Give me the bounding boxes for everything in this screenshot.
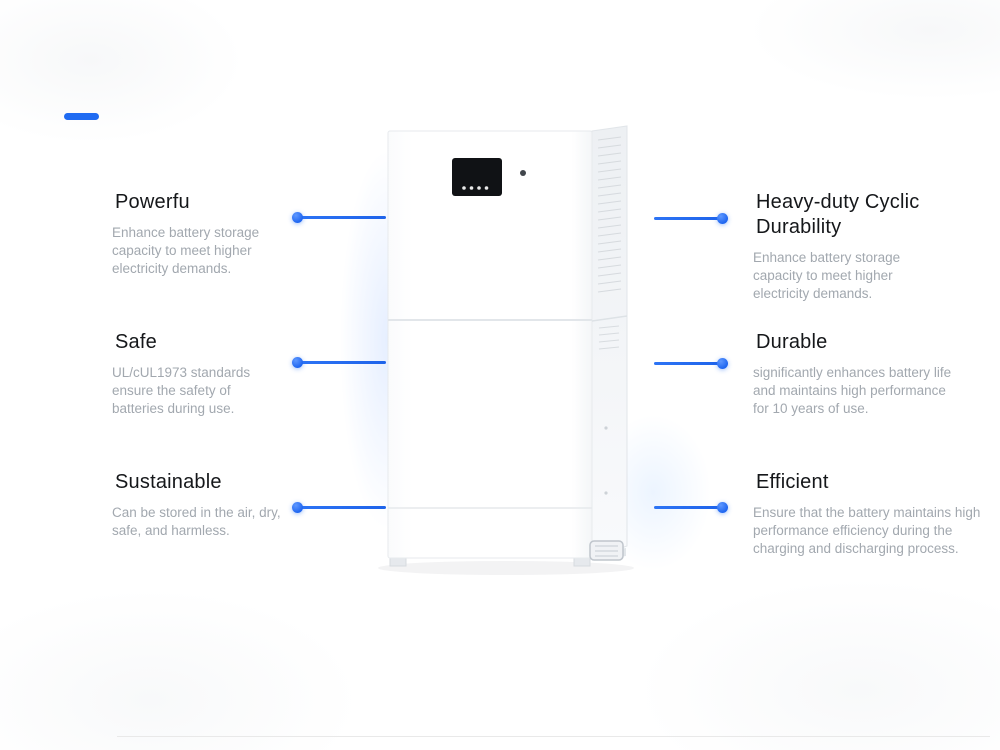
connector-dot [717, 358, 728, 369]
feature-block-efficient: Efficient Ensure that the battery mainta… [753, 470, 987, 559]
bottom-divider [117, 736, 990, 737]
side-screw [604, 491, 608, 495]
feature-block-safe: Safe UL/cUL1973 standards ensure the saf… [112, 330, 284, 419]
side-screw [604, 426, 608, 430]
feature-block-durable: Durable significantly enhances battery l… [753, 330, 958, 419]
feature-description: UL/cUL1973 standards ensure the safety o… [112, 365, 251, 417]
feature-block-sustainable: Sustainable Can be stored in the air, dr… [112, 470, 292, 540]
feature-title: Heavy-duty Cyclic Durability [756, 191, 920, 238]
feature-title: Efficient [756, 471, 829, 493]
connector-dot [292, 357, 303, 368]
feature-description: significantly enhances battery life and … [753, 365, 952, 417]
connector-line-powerful [296, 216, 386, 219]
power-button [520, 170, 526, 176]
control-screen [452, 158, 502, 196]
connector-line-sustainable [296, 506, 386, 509]
connector-line-efficient [654, 506, 722, 509]
feature-description: Enhance battery storage capacity to meet… [112, 225, 260, 277]
feature-title: Durable [756, 331, 828, 353]
feature-title: Safe [115, 331, 157, 353]
feature-description: Enhance battery storage capacity to meet… [753, 250, 901, 302]
feature-block-heavy-duty-cyclic-durability: Heavy-duty Cyclic Durability Enhance bat… [753, 190, 945, 304]
battery-product-image [378, 125, 634, 575]
foot-left [389, 557, 407, 567]
connector-dot [292, 212, 303, 223]
feature-block-powerful: Powerfu Enhance battery storage capacity… [112, 190, 292, 279]
feature-description: Can be stored in the air, dry, safe, and… [112, 505, 281, 539]
feature-title: Sustainable [115, 471, 222, 493]
connector-line-heavy-duty [654, 217, 722, 220]
accent-dash [64, 113, 99, 120]
screen-indicator-dots [462, 186, 489, 190]
mid-seam-side [591, 315, 628, 322]
connector-dot [717, 213, 728, 224]
connector-line-safe [296, 361, 386, 364]
feature-title: Powerfu [115, 191, 190, 213]
connector-dot [717, 502, 728, 513]
side-vent-lower [598, 325, 620, 350]
product-shadow [378, 561, 634, 575]
connector-dot [292, 502, 303, 513]
cabinet-side-panel [591, 125, 628, 559]
connector-line-durable [654, 362, 722, 365]
foot-right [573, 557, 591, 567]
cabinet-front-panel [387, 130, 593, 559]
feature-description: Ensure that the battery maintains high p… [753, 505, 981, 557]
base-vent-slot [589, 540, 624, 561]
side-vent-grille [597, 136, 622, 293]
